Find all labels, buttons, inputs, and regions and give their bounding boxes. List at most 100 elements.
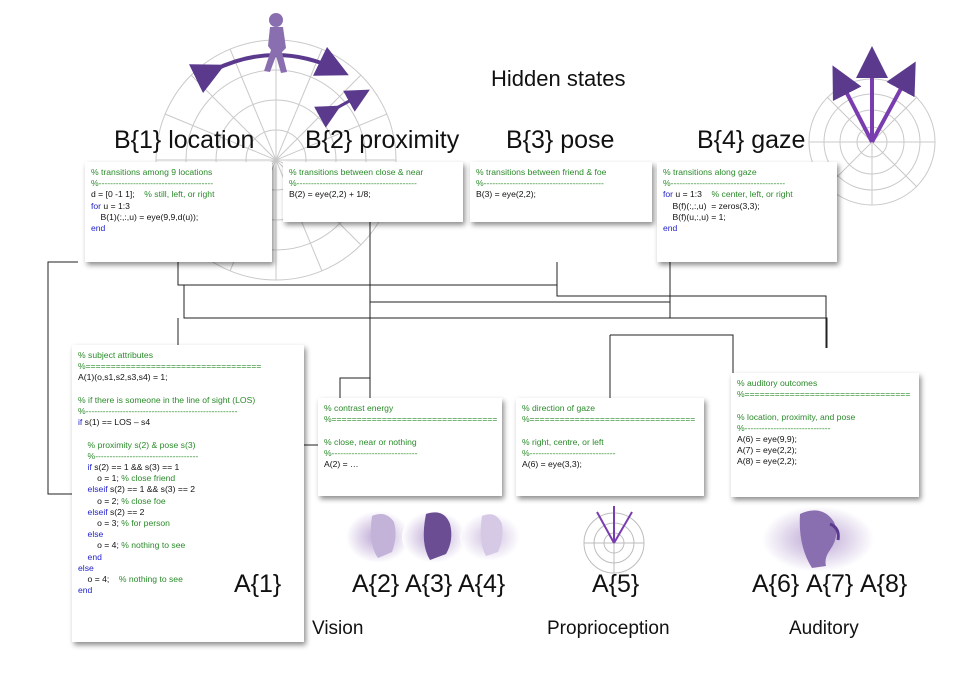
code-line: % contrast energy — [324, 403, 496, 414]
code-token: % subject attributes — [78, 350, 153, 360]
code-token: %---------------------------------------… — [289, 178, 417, 189]
code-line: %================================= — [324, 414, 498, 425]
hidden-states-title: Hidden states — [491, 66, 626, 91]
code-line: %------------------------------ — [737, 423, 913, 434]
code-token: % transitions between friend & foe — [476, 167, 607, 177]
code-token: for — [91, 200, 102, 211]
code-token: A(2) = … — [324, 459, 359, 470]
code-token: u = 1:3 — [101, 200, 130, 211]
code-token: B(f)(u,:,u) = 1; — [663, 211, 726, 222]
outcome-label-a4: A{4} — [458, 570, 506, 598]
code-line: % right, centre, or left — [522, 437, 698, 448]
code-line: %---------------------------------------… — [78, 406, 298, 417]
code-box-proximity: % transitions between close & near%-----… — [283, 162, 463, 222]
code-token — [522, 425, 524, 435]
code-line: % proximity s(2) & pose s(3) — [78, 440, 298, 451]
code-token: %================================= — [737, 389, 911, 400]
code-line: o = 3; % for person — [78, 518, 298, 529]
code-token: % transitions along gaze — [663, 167, 757, 177]
outcome-label-a3: A{3} — [405, 570, 453, 598]
code-line: %---------------------------------------… — [91, 178, 266, 189]
outcome-label-a5: A{5} — [592, 570, 640, 598]
code-line: end — [78, 585, 298, 596]
code-line: A(7) = eye(2,2); — [737, 445, 913, 456]
code-line: % direction of gaze — [522, 403, 698, 414]
code-line: A(6) = eye(9,9); — [737, 434, 913, 445]
code-token: end — [78, 585, 93, 596]
walking-person-icon — [264, 13, 287, 73]
code-token: % auditory outcomes — [737, 378, 818, 388]
code-comment: % nothing to see — [118, 574, 183, 585]
code-line — [78, 384, 298, 395]
code-line — [78, 428, 298, 439]
code-token: s(2) == 2 — [107, 506, 145, 517]
proximity-arrow-icon — [314, 89, 370, 128]
code-box-pose: % transitions between friend & foe%-----… — [470, 162, 652, 222]
code-line: o = 2; % close foe — [78, 496, 298, 507]
code-line: %================================= — [522, 414, 698, 425]
code-token: s(2) == 1 && s(3) == 2 — [107, 484, 196, 495]
code-token: % location, proximity, and pose — [737, 411, 856, 422]
code-line: A(1)(o,s1,s2,s3,s4) = 1; — [78, 372, 298, 383]
modality-label-vision: Vision — [312, 618, 364, 639]
code-token — [78, 428, 80, 438]
code-token — [737, 400, 739, 410]
factor-label-proximity: B{2} proximity — [305, 126, 460, 154]
code-line: % transitions between close & near — [289, 167, 457, 178]
factor-label-gaze: B{4} gaze — [697, 126, 806, 154]
factor-label-location: B{1} location — [114, 126, 255, 154]
code-line: %------------------------------ — [522, 448, 698, 459]
code-token: s(2) == 1 && s(3) == 1 — [91, 462, 180, 473]
code-token: o = 1; — [78, 473, 122, 484]
code-line: A(8) = eye(2,2); — [737, 456, 913, 467]
code-token: % close, near or nothing — [324, 436, 417, 447]
code-line: % subject attributes — [78, 350, 298, 361]
code-token — [324, 425, 326, 435]
code-line: % close, near or nothing — [324, 437, 496, 448]
face-silhouette-icon — [346, 511, 520, 563]
code-token: A(6) = eye(3,3); — [522, 459, 582, 470]
code-token: %---------------------------------------… — [663, 178, 786, 189]
code-token: B(2) = eye(2,2) + 1/8; — [289, 189, 371, 200]
outcome-label-a6: A{6} — [752, 570, 800, 598]
code-line: B(f)(u,:,u) = 1; — [663, 212, 831, 223]
code-line: elseif s(2) == 1 && s(3) == 2 — [78, 484, 298, 495]
code-token: if — [78, 462, 92, 473]
code-token: % proximity s(2) & pose s(3) — [78, 439, 196, 450]
code-line: A(2) = … — [324, 459, 496, 470]
code-line: elseif s(2) == 2 — [78, 507, 298, 518]
code-token: o = 3; — [78, 518, 122, 529]
code-box-location: % transitions among 9 locations%--------… — [85, 162, 272, 262]
code-token: A(7) = eye(2,2); — [737, 445, 797, 456]
code-token: if — [78, 417, 83, 428]
code-token: %================================= — [324, 414, 498, 425]
code-line: % transitions between friend & foe — [476, 167, 646, 178]
code-line: % if there is someone in the line of sig… — [78, 395, 298, 406]
code-line — [522, 425, 698, 436]
code-token: % direction of gaze — [522, 403, 596, 413]
code-line: %================================= — [737, 389, 913, 400]
code-line: % auditory outcomes — [737, 378, 913, 389]
outcome-label-a7: A{7} — [806, 570, 854, 598]
code-token: %---------------------------------------… — [476, 178, 604, 189]
code-token: %------------------------------ — [324, 447, 418, 458]
code-line — [324, 425, 496, 436]
code-token: o = 4; — [78, 540, 122, 551]
code-line: % transitions along gaze — [663, 167, 831, 178]
code-token: %================================= — [522, 414, 696, 425]
code-token: else — [78, 562, 94, 573]
code-comment: % nothing to see — [121, 540, 186, 551]
outcome-label-a1: A{1} — [234, 570, 282, 598]
code-token: d = [0 -1 1]; — [91, 189, 145, 200]
code-token: %------------------------------ — [522, 447, 616, 458]
code-line: for u = 1:3 % center, left, or right — [663, 189, 831, 200]
code-line: % transitions among 9 locations — [91, 167, 266, 178]
code-token: % contrast energy — [324, 403, 394, 413]
code-token: %---------------------------------------… — [91, 178, 214, 189]
code-line: else — [78, 563, 298, 574]
code-line: end — [663, 223, 831, 234]
code-line: %---------------------------------------… — [476, 178, 646, 189]
code-line: o = 4; % nothing to see — [78, 574, 298, 585]
code-line: for u = 1:3 — [91, 201, 266, 212]
